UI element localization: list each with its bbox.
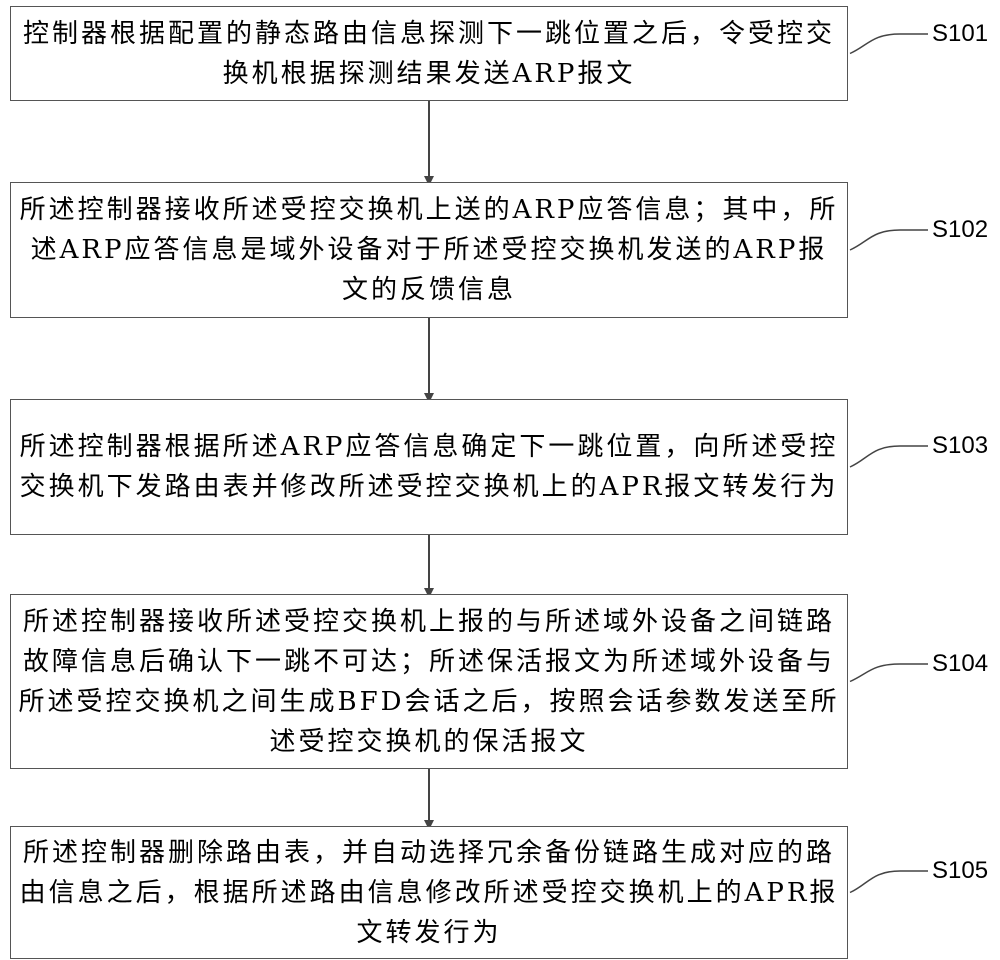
step-box-s104: 所述控制器接收所述受控交换机上报的与所述域外设备之间链路故障信息后确认下一跳不可… (10, 594, 848, 769)
step-text-s102: 所述控制器接收所述受控交换机上送的ARP应答信息；其中，所述ARP应答信息是域外… (19, 195, 839, 305)
step-text-s103: 所述控制器根据所述ARP应答信息确定下一跳位置，向所述受控交换机下发路由表并修改… (19, 432, 839, 502)
step-label-s104: S104 (932, 650, 989, 677)
step-label-s105: S105 (932, 857, 989, 884)
step-box-s103: 所述控制器根据所述ARP应答信息确定下一跳位置，向所述受控交换机下发路由表并修改… (10, 399, 848, 535)
step-label-s103: S103 (932, 432, 989, 459)
step-box-s105: 所述控制器删除路由表，并自动选择冗余备份链路生成对应的路由信息之后，根据所述路由… (10, 826, 848, 959)
step-leader-line (849, 33, 928, 55)
step-label-s101: S101 (932, 20, 989, 47)
step-box-s101: 控制器根据配置的静态路由信息探测下一跳位置之后，令受控交换机根据探测结果发送AR… (10, 6, 848, 101)
step-box-s102: 所述控制器接收所述受控交换机上送的ARP应答信息；其中，所述ARP应答信息是域外… (10, 182, 848, 318)
step-leader-line (849, 229, 928, 251)
step-text-s105: 所述控制器删除路由表，并自动选择冗余备份链路生成对应的路由信息之后，根据所述路由… (19, 837, 839, 948)
step-text-s101: 控制器根据配置的静态路由信息探测下一跳位置之后，令受控交换机根据探测结果发送AR… (22, 18, 835, 89)
step-leader-line (849, 663, 928, 683)
step-text-s104: 所述控制器接收所述受控交换机上报的与所述域外设备之间链路故障信息后确认下一跳不可… (18, 606, 840, 757)
step-label-s102: S102 (932, 216, 989, 243)
step-leader-line (849, 445, 928, 468)
step-leader-line (849, 870, 928, 894)
